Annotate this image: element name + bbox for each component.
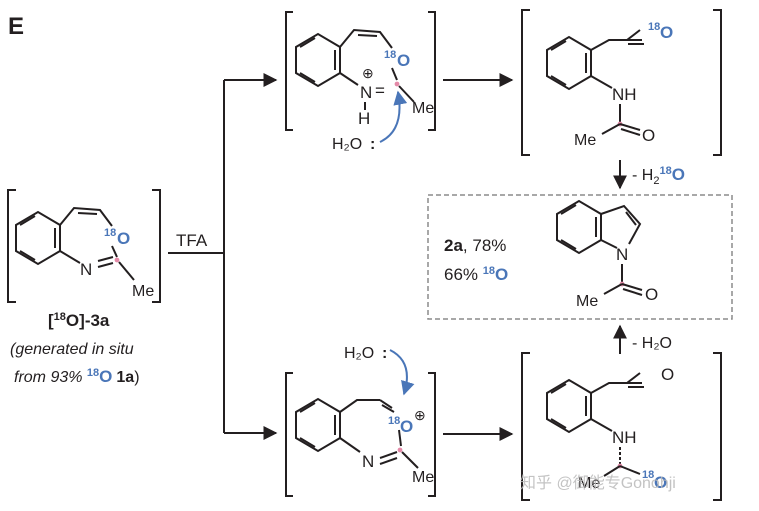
incorporation-text: 66% 18O — [444, 265, 508, 284]
atom-o2: O — [654, 473, 667, 492]
watermark: 知乎 @御能专Gonohji — [520, 474, 676, 492]
label-dot — [114, 257, 120, 263]
double-bond: = — [375, 81, 385, 100]
atom-nh: NH — [612, 428, 637, 447]
atom-o: O — [660, 23, 673, 42]
charge: ⊕ — [362, 65, 374, 81]
atom-o: O — [397, 51, 410, 70]
branch-arrows: TFA — [168, 73, 278, 440]
water-lone-pair: : — [382, 345, 387, 362]
atom-o: O — [400, 417, 413, 436]
atom-o: O — [645, 285, 658, 304]
atom-n: N — [80, 260, 92, 279]
atom-me: Me — [574, 132, 596, 149]
atom-o: O — [117, 229, 130, 248]
water-lone-pair: : — [370, 136, 375, 153]
lower-intermediate: H₂O : 18 O ⊕ N Me — [285, 345, 436, 497]
atom-nh: NH — [612, 85, 637, 104]
starting-material: N 18 O Me [18O]-3a (generated in situ fr… — [7, 189, 161, 386]
iso-label: 18 — [104, 227, 116, 239]
iso-label: 18 — [384, 49, 396, 61]
attack-arrow — [379, 90, 408, 143]
atom-me: Me — [412, 100, 434, 117]
lower-product: O NH Me 18 O — [521, 352, 722, 501]
yield-text: 2a, 78% — [444, 236, 506, 255]
bracket-right — [152, 189, 161, 303]
step-lower-label: - H₂O — [632, 335, 672, 352]
result-box: 2a, 78% 66% 18O N Me O — [427, 194, 733, 320]
atom-n: N — [360, 83, 372, 102]
upper-product: 18 O NH Me O — [521, 9, 722, 156]
reagent-label: TFA — [176, 231, 208, 250]
atom-me: Me — [132, 283, 154, 300]
benzene-ring — [15, 210, 61, 266]
atom-h: H — [358, 109, 370, 128]
atom-me: Me — [412, 469, 434, 486]
bracket-left — [7, 189, 16, 303]
atom-o: O — [661, 365, 674, 384]
water: H₂O — [332, 136, 362, 153]
upper-intermediate: 18 O N ⊕ = H Me H₂O : — [285, 11, 436, 153]
atom-me: Me — [578, 475, 600, 492]
step-upper-label: - H218O — [632, 165, 685, 187]
attack-arrow — [389, 349, 415, 396]
atom-o2: O — [642, 126, 655, 145]
atom-me: Me — [576, 293, 598, 310]
note-line1: (generated in situ — [10, 341, 134, 358]
panel-label: E — [8, 13, 24, 40]
water: H₂O — [344, 345, 374, 362]
compound-label: [18O]-3a — [48, 311, 110, 330]
atom-n: N — [362, 452, 374, 471]
atom-n: N — [616, 245, 628, 264]
iso-label: 18 — [648, 21, 660, 33]
iso-label: 18 — [642, 469, 654, 481]
charge: ⊕ — [414, 407, 426, 423]
iso-label: 18 — [388, 415, 400, 427]
